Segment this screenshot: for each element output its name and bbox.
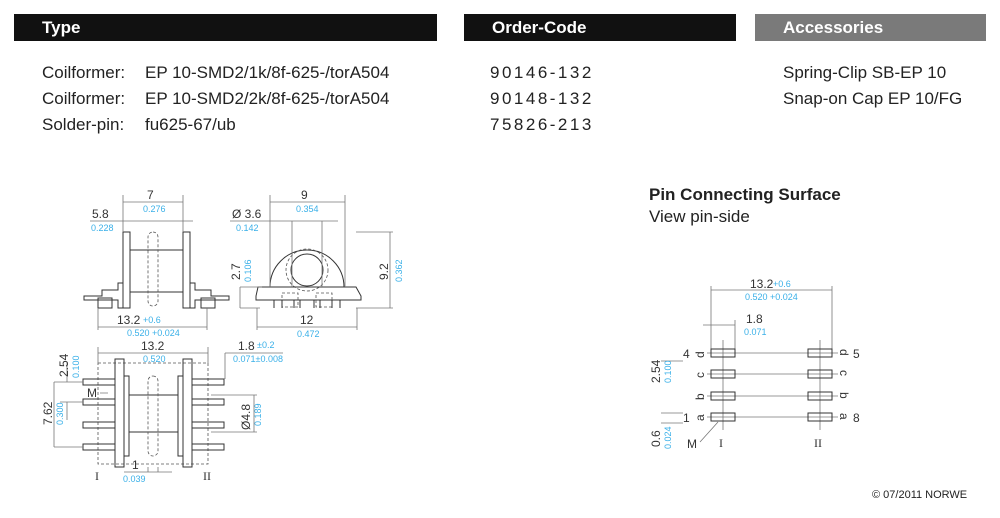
dim-13-2-top: 13.2 <box>141 339 165 353</box>
dim-dia-3-6: Ø 3.6 <box>232 207 262 221</box>
pin-dim-1-8: 1.8 <box>746 312 763 326</box>
side-label-ii: II <box>203 469 211 483</box>
row-a-right: a <box>837 413 851 420</box>
pin-surface-drawing: 13.2 +0.6 0.520 +0.024 1.8 0.071 2.54 0.… <box>649 277 860 451</box>
dim-1-8-inch: 0.071±0.008 <box>233 354 283 364</box>
pin-number-5: 5 <box>853 347 860 361</box>
pin-dim-1-8-inch: 0.071 <box>744 327 767 337</box>
row-a-left: a <box>693 414 707 421</box>
side-view-drawing: 7 0.276 5.8 0.228 13.2 +0.6 0.520 +0.024 <box>83 188 230 338</box>
dim-13-2: 13.2 <box>117 313 141 327</box>
accessory: Snap-on Cap EP 10/FG <box>783 89 963 108</box>
pin-number-4: 4 <box>683 347 690 361</box>
row-label: Coilformer: <box>42 63 126 82</box>
pin-dim-13-2-inch: 0.520 +0.024 <box>745 292 798 302</box>
dim-dia-4-8: Ø4.8 <box>239 404 253 430</box>
row-d-right: d <box>837 349 851 356</box>
type-value: fu625-67/ub <box>145 115 236 134</box>
dim-5-8-inch: 0.228 <box>91 223 114 233</box>
dim-1: 1 <box>132 458 139 472</box>
order-code: 90146-132 <box>490 63 594 82</box>
dim-12: 12 <box>300 313 314 327</box>
type-value: EP 10-SMD2/1k/8f-625-/torA504 <box>145 63 390 82</box>
row-label: Coilformer: <box>42 89 126 108</box>
pin-label-m: M <box>687 437 697 451</box>
dim-2-7-inch: 0.106 <box>243 259 253 282</box>
row-label: Solder-pin: <box>42 115 125 134</box>
dim-7-62-inch: 0.300 <box>55 402 65 425</box>
dim-7-62: 7.62 <box>41 401 55 425</box>
header-type: Type <box>14 14 437 41</box>
dim-5-8: 5.8 <box>92 207 109 221</box>
dim-13-2-tol: +0.6 <box>143 315 161 325</box>
pin-side-i: I <box>719 436 723 450</box>
header-order-code: Order-Code <box>464 14 736 41</box>
pin-dim-0-6-inch: 0.024 <box>663 426 673 449</box>
pin-dim-0-6: 0.6 <box>649 430 663 447</box>
pin-surface-subtitle: View pin-side <box>649 207 750 226</box>
dim-9-2: 9.2 <box>377 263 391 280</box>
dim-dia-3-6-inch: 0.142 <box>236 223 259 233</box>
dim-9-2-inch: 0.362 <box>394 259 404 282</box>
order-code: 90148-132 <box>490 89 594 108</box>
header-accessories: Accessories <box>755 14 986 41</box>
pin-dim-13-2: 13.2 <box>750 277 774 291</box>
dim-13-2-inch: 0.520 +0.024 <box>127 328 180 338</box>
dim-dia-4-8-inch: 0.189 <box>253 403 263 426</box>
dim-7-inch: 0.276 <box>143 204 166 214</box>
dim-9-inch: 0.354 <box>296 204 319 214</box>
copyright: © 07/2011 NORWE <box>872 489 968 501</box>
side-label-i: I <box>95 469 99 483</box>
pin-number-8: 8 <box>853 411 860 425</box>
pin-surface-title: Pin Connecting Surface <box>649 185 841 204</box>
dim-1-8-tol: ±0.2 <box>257 340 274 350</box>
type-value: EP 10-SMD2/2k/8f-625-/torA504 <box>145 89 390 108</box>
row-c-left: c <box>693 372 707 378</box>
row-c-right: c <box>837 370 851 376</box>
dim-2-54: 2.54 <box>57 353 71 377</box>
pin-number-1: 1 <box>683 411 690 425</box>
dim-9: 9 <box>301 188 308 202</box>
row-b-right: b <box>837 392 851 399</box>
pin-dim-2-54-inch: 0.100 <box>663 360 673 383</box>
order-code: 75826-213 <box>490 115 594 134</box>
pin-dim-2-54: 2.54 <box>649 359 663 383</box>
front-view-drawing: 9 0.354 Ø 3.6 0.142 2.7 0.106 9.2 0.362 … <box>229 188 404 339</box>
dim-1-8: 1.8 <box>238 339 255 353</box>
label-m: M <box>87 386 97 400</box>
dim-13-2-top-inch: 0.520 <box>143 354 166 364</box>
row-d-left: d <box>693 351 707 358</box>
dim-12-inch: 0.472 <box>297 329 320 339</box>
dim-7: 7 <box>147 188 154 202</box>
dim-1-inch: 0.039 <box>123 474 146 484</box>
dim-2-54-inch: 0.100 <box>71 355 81 378</box>
pin-side-ii: II <box>814 436 822 450</box>
top-view-drawing: 13.2 0.520 1.8 ±0.2 0.071±0.008 2.54 0.1… <box>41 339 283 484</box>
row-b-left: b <box>693 393 707 400</box>
dim-2-7: 2.7 <box>229 263 243 280</box>
accessory: Spring-Clip SB-EP 10 <box>783 63 947 82</box>
pin-dim-13-2-tol: +0.6 <box>773 279 791 289</box>
